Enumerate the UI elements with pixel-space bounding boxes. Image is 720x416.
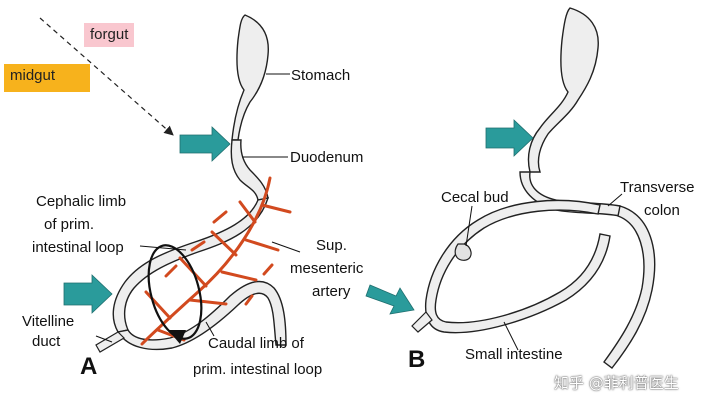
duodenum-shape xyxy=(230,139,269,201)
forgut-tag: forgut xyxy=(84,23,135,47)
label-vitelline-1: Vitelline xyxy=(22,313,75,330)
teal-arrows xyxy=(63,119,534,315)
stomach-shape xyxy=(231,14,269,141)
panel-transition-arrow xyxy=(365,284,415,315)
duodenum-arrow-a xyxy=(179,126,231,162)
panel-label-b: B xyxy=(408,346,426,373)
vitelline-b-shape xyxy=(411,311,433,333)
label-sup-mesenteric-2: mesenteric xyxy=(290,260,364,277)
label-vitelline-2: duct xyxy=(32,333,61,350)
panel-label-a: A xyxy=(80,353,98,380)
rotation-arrow xyxy=(147,244,203,344)
label-cecal-bud: Cecal bud xyxy=(441,189,509,206)
label-sup-mesenteric-1: Sup. xyxy=(316,237,347,254)
label-small-intestine: Small intestine xyxy=(465,346,563,363)
label-caudal-limb-2: prim. intestinal loop xyxy=(193,361,323,378)
vitelline-arrow-a xyxy=(63,274,113,314)
sup-mesenteric-artery xyxy=(140,176,292,346)
label-stomach: Stomach xyxy=(291,67,351,84)
cecal-bud-shape xyxy=(454,243,472,261)
stomach-b-shape xyxy=(527,7,599,173)
small-intestine-loop xyxy=(603,205,656,369)
vitelline-duct-shape xyxy=(95,331,125,353)
label-transverse-2: colon xyxy=(644,202,680,219)
leader-lines xyxy=(95,73,623,351)
forgut-dashed-pointer xyxy=(39,17,174,136)
label-cephalic-limb-1: Cephalic limb xyxy=(36,193,127,210)
watermark: 知乎 @菲利普医生 xyxy=(554,374,679,392)
label-cephalic-limb-3: intestinal loop xyxy=(32,239,124,256)
large-loop-shape xyxy=(424,199,611,334)
label-cephalic-limb-2: of prim. xyxy=(44,216,95,233)
label-sup-mesenteric-3: artery xyxy=(312,283,351,300)
midgut-tag: midgut xyxy=(4,64,90,92)
label-transverse-1: Transverse xyxy=(620,179,695,196)
label-caudal-limb-1: Caudal limb of xyxy=(208,335,304,352)
label-duodenum: Duodenum xyxy=(290,149,364,166)
duodenum-arrow-b xyxy=(485,119,534,157)
panel-a-gut xyxy=(95,14,287,353)
panel-b-gut xyxy=(411,7,656,369)
